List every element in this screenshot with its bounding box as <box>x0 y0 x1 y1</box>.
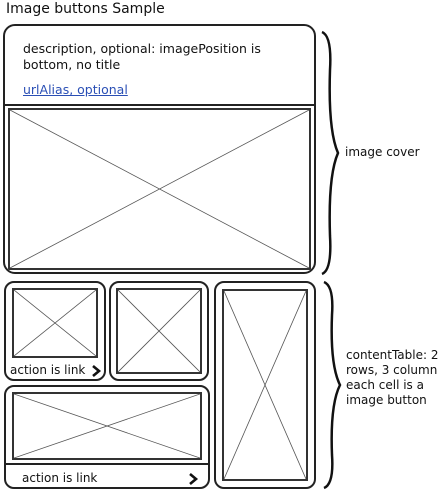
right-brace-icon <box>321 30 340 276</box>
image-cover-card[interactable]: description, optional: imagePosition is … <box>3 24 316 274</box>
cover-description: description, optional: imagePosition is … <box>23 41 261 72</box>
action-link-label[interactable]: action is link <box>10 363 86 377</box>
action-link-label[interactable]: action is link <box>22 471 98 485</box>
image-cover-label: image cover <box>345 145 420 159</box>
image-button-cell-4[interactable]: action is link <box>4 385 210 489</box>
cell-divider <box>6 463 208 465</box>
cell-image-placeholder <box>222 289 308 481</box>
cover-image-placeholder <box>8 108 311 270</box>
image-button-cell-3[interactable] <box>214 281 316 489</box>
image-button-cell-2[interactable] <box>109 281 209 381</box>
cell-image-placeholder <box>116 288 202 374</box>
cell-image-placeholder <box>12 392 202 460</box>
page-title: Image buttons Sample <box>6 1 165 17</box>
url-alias-link[interactable]: urlAlias, optional <box>23 82 128 97</box>
image-button-cell-1[interactable]: action is link <box>4 281 106 381</box>
right-brace-icon <box>323 280 342 490</box>
chevron-right-icon <box>189 473 199 485</box>
chevron-right-icon <box>92 365 102 377</box>
divider <box>5 104 314 106</box>
content-table-label: contentTable: 2 rows, 3 column each cell… <box>346 348 439 407</box>
cell-image-placeholder <box>12 288 98 358</box>
